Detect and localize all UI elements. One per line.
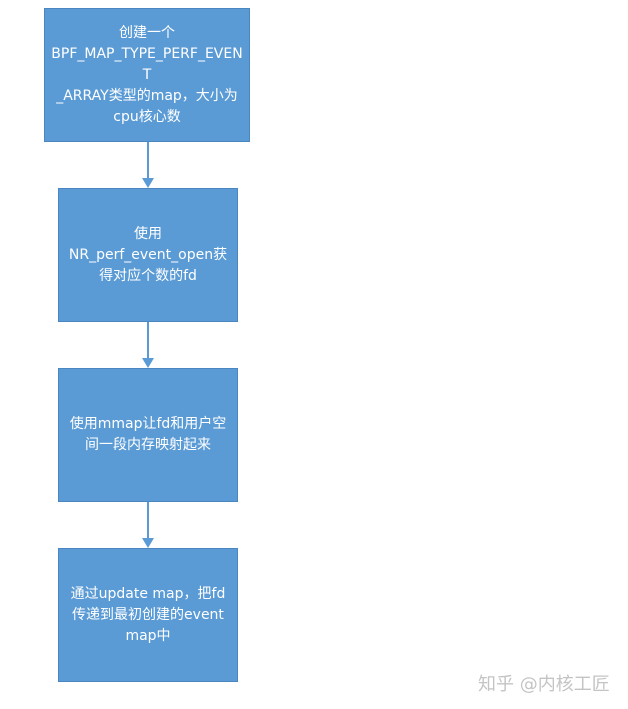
flow-arrow: [142, 142, 154, 188]
flow-step-text: 使用 NR_perf_event_open获 得对应个数的fd: [68, 225, 228, 284]
arrow-head-icon: [142, 358, 154, 368]
flow-step-update-map: 通过update map，把fd 传递到最初创建的event map中: [58, 548, 238, 682]
flow-step-create-map: 创建一个 BPF_MAP_TYPE_PERF_EVENT _ARRAY类型的ma…: [44, 8, 250, 142]
arrow-head-icon: [142, 538, 154, 548]
flow-step-text: 通过update map，把fd 传递到最初创建的event map中: [70, 585, 226, 644]
arrow-head-icon: [142, 178, 154, 188]
arrow-shaft: [147, 142, 149, 180]
flow-step-text: 创建一个 BPF_MAP_TYPE_PERF_EVENT _ARRAY类型的ma…: [51, 24, 243, 125]
flow-step-mmap: 使用mmap让fd和用户空 间一段内存映射起来: [58, 368, 238, 502]
arrow-shaft: [147, 502, 149, 540]
flow-step-text: 使用mmap让fd和用户空 间一段内存映射起来: [69, 416, 227, 453]
watermark: 知乎 @内核工匠: [478, 674, 610, 695]
flow-arrow: [142, 502, 154, 548]
flow-arrow: [142, 322, 154, 368]
arrow-shaft: [147, 322, 149, 360]
flow-step-perf-event-open: 使用 NR_perf_event_open获 得对应个数的fd: [58, 188, 238, 322]
